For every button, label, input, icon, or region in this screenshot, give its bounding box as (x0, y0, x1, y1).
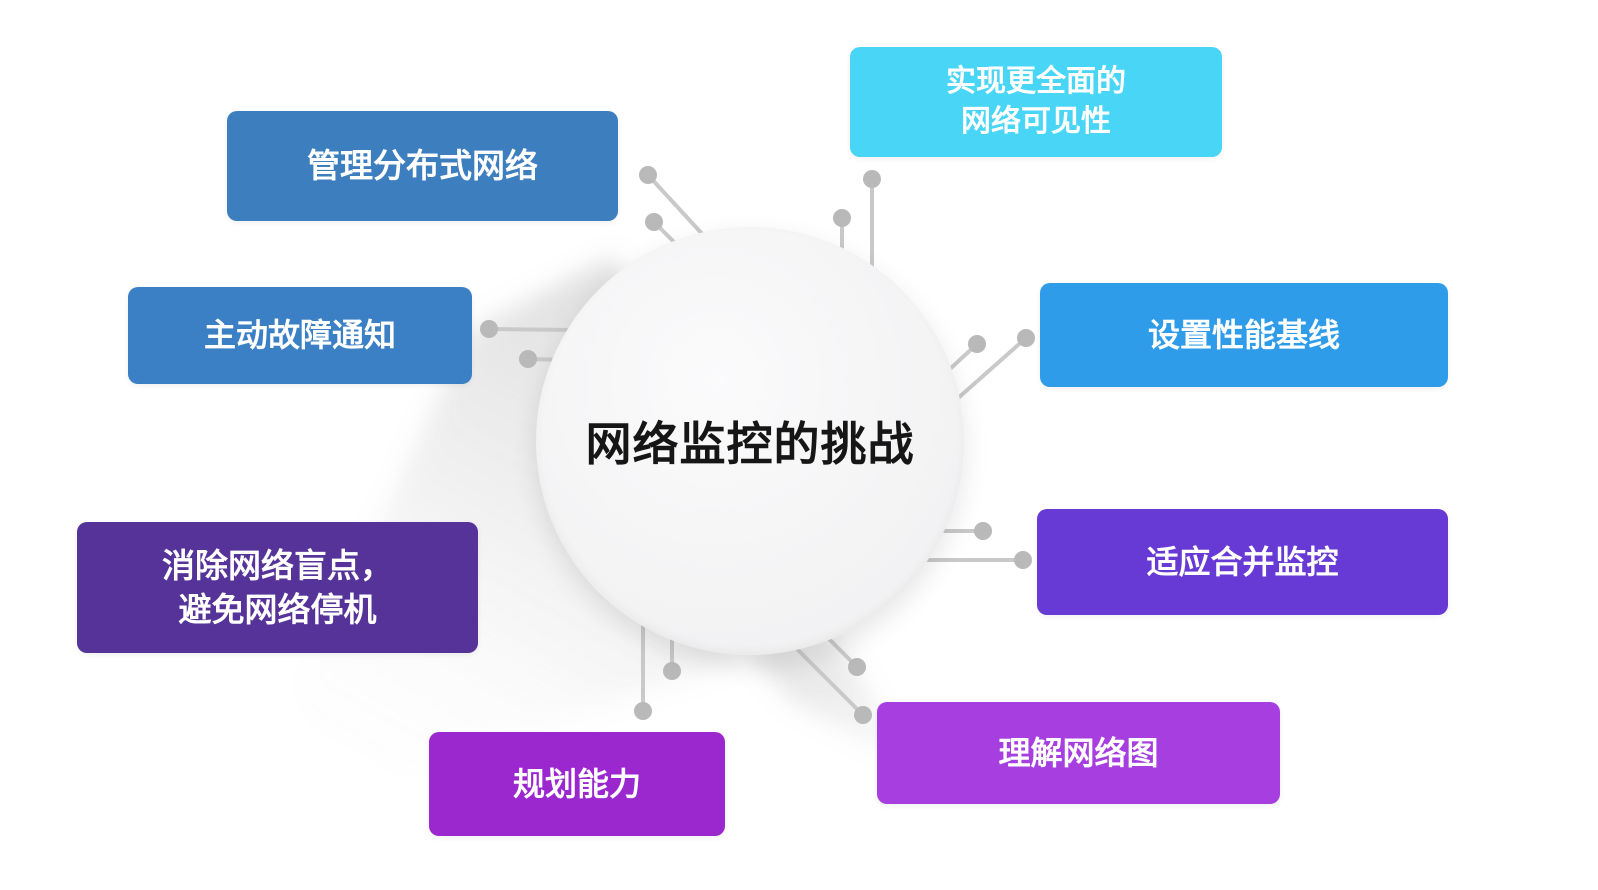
node-proactive-fault-notification: 主动故障通知 (128, 287, 472, 384)
connector-dot (833, 209, 851, 227)
node-performance-baseline: 设置性能基线 (1040, 283, 1448, 387)
node-planning-capacity: 规划能力 (429, 732, 725, 836)
center-circle: 网络监控的挑战 (536, 227, 964, 655)
connector-dot (968, 335, 986, 353)
center-title: 网络监控的挑战 (585, 418, 915, 470)
node-consolidated-monitoring: 适应合并监控 (1037, 509, 1448, 615)
connector-dot (863, 170, 881, 188)
node-comprehensive-visibility: 实现更全面的 网络可见性 (850, 47, 1222, 157)
connector-dot (854, 706, 872, 724)
node-eliminate-blind-spots: 消除网络盲点， 避免网络停机 (77, 522, 478, 653)
node-understand-network-map: 理解网络图 (877, 702, 1280, 804)
connector-dot (663, 662, 681, 680)
connector-dot (639, 166, 657, 184)
connector-dot (1014, 551, 1032, 569)
connector-line (946, 336, 1028, 409)
connector-dot (645, 213, 663, 231)
connector-line (791, 643, 865, 717)
connector-dot (848, 658, 866, 676)
connector-line (487, 327, 577, 332)
connector-dot (1017, 329, 1035, 347)
node-manage-distributed-network: 管理分布式网络 (227, 111, 618, 221)
connector-dot (519, 350, 537, 368)
connector-dot (974, 522, 992, 540)
circle-shadow-wedge-right (745, 635, 915, 770)
connector-dot (634, 702, 652, 720)
connector-dot (480, 320, 498, 338)
